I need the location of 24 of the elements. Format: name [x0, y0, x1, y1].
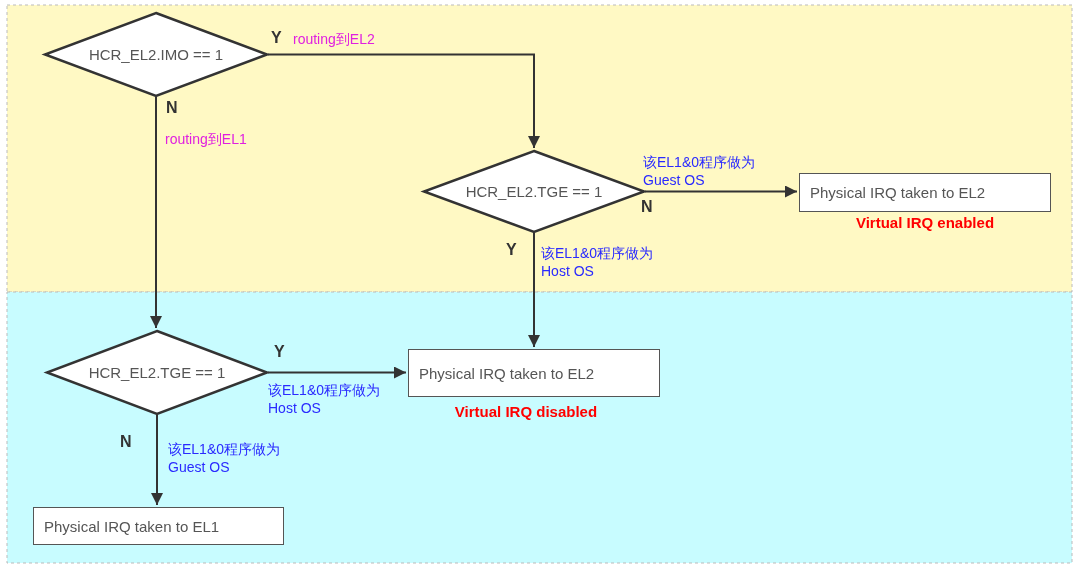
edge-label: routing到EL2	[293, 30, 375, 48]
branch-label: N	[166, 99, 178, 117]
decision-diamond: HCR_EL2.TGE == 1	[46, 330, 268, 415]
branch-label: N	[120, 433, 132, 451]
arrow	[644, 185, 798, 198]
process-box: Physical IRQ taken to EL2	[408, 349, 660, 397]
branch-label: Y	[506, 241, 517, 259]
arrow	[528, 232, 540, 348]
edge-label: routing到EL1	[165, 130, 247, 148]
edge-label: 该EL1&0程序做为 Guest OS	[168, 440, 282, 476]
arrow	[151, 414, 163, 506]
branch-label: Y	[271, 29, 282, 47]
arrow	[267, 53, 540, 149]
arrow	[150, 96, 162, 329]
edge-label: 该EL1&0程序做为 Host OS	[541, 244, 655, 280]
status-note: Virtual IRQ disabled	[454, 403, 598, 420]
branch-label: Y	[274, 343, 285, 361]
edge-label: 该EL1&0程序做为 Host OS	[268, 381, 382, 417]
process-box: Physical IRQ taken to EL2	[799, 173, 1051, 212]
arrow	[267, 366, 407, 379]
status-note: Virtual IRQ enabled	[855, 214, 995, 231]
process-box: Physical IRQ taken to EL1	[33, 507, 284, 545]
decision-diamond: HCR_EL2.IMO == 1	[44, 12, 268, 97]
edge-label: 该EL1&0程序做为 Guest OS	[643, 153, 757, 189]
